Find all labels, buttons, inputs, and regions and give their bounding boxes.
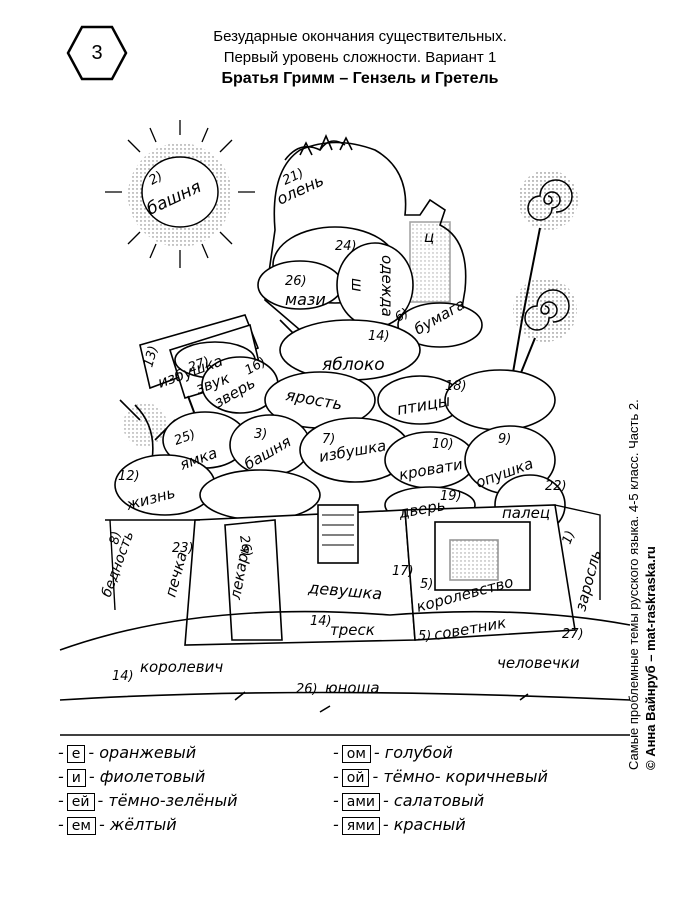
header-line-1: Безударные окончания существительных.	[213, 28, 507, 45]
label-word: бедность	[99, 529, 138, 599]
legend-ending: ей	[66, 793, 95, 811]
sun-icon	[105, 120, 255, 268]
label-num: 12)	[118, 469, 140, 484]
legend-color: голубой	[384, 743, 453, 762]
label-num: 1)	[560, 529, 579, 547]
label-num: 24)	[335, 239, 357, 254]
label-num: 7)	[322, 432, 335, 447]
label-word: мази	[285, 290, 326, 309]
hexagon-badge-icon	[66, 25, 128, 81]
legend-item: -ами- салатовый	[333, 791, 485, 811]
label-num: 5)	[420, 577, 433, 592]
legend-item: -и- фиолетовый	[58, 767, 206, 787]
label-num: 13)	[141, 344, 161, 369]
legend-ending: ями	[341, 817, 380, 835]
ground	[59, 610, 631, 736]
label-num: 3)	[254, 427, 267, 442]
worksheet-number: 3	[91, 41, 103, 64]
label-num: 17)	[392, 564, 414, 579]
label-num: 14)	[310, 614, 332, 629]
label-word: одежда	[378, 255, 396, 317]
legend-ending: е	[66, 745, 86, 763]
label-num: 18)	[445, 379, 467, 394]
legend-item: -е- оранжевый	[58, 743, 197, 763]
label-num: 27)	[186, 354, 211, 375]
label-num: 26)	[296, 682, 318, 697]
label-word: палец	[502, 504, 550, 522]
house	[184, 504, 576, 646]
legend-ending: ой	[341, 769, 370, 787]
label-word: королевич	[140, 658, 223, 676]
label-word: ш	[348, 278, 366, 292]
label-num: 14)	[368, 329, 390, 344]
legend-color: жёлтый	[109, 815, 177, 834]
worksheet-title: Братья Гримм – Гензель и Гретель	[221, 70, 499, 87]
legend-item: -ей- тёмно-зелёный	[58, 791, 238, 811]
legend-color: оранжевый	[99, 743, 197, 762]
legend-ending: и	[66, 769, 86, 787]
label-num: 25)	[172, 427, 197, 448]
label-word: юноша	[325, 679, 380, 697]
label-word: ц	[424, 228, 434, 246]
label-num: 6)	[393, 306, 412, 326]
fence	[105, 504, 601, 611]
label-num: 9)	[498, 432, 511, 447]
legend-color: красный	[393, 815, 466, 834]
legend-item: -ом- голубой	[333, 743, 453, 763]
label-word: печка	[161, 550, 190, 599]
legend-ending: ем	[66, 817, 96, 835]
legend-ending: ом	[341, 745, 371, 763]
header-line-2: Первый уровень сложности. Вариант 1	[223, 49, 497, 66]
label-num: 5)	[418, 629, 431, 644]
label-num: 22)	[545, 479, 567, 494]
legend-color: тёмно- коричневый	[383, 767, 548, 786]
label-word: яблоко	[322, 355, 385, 375]
legend-item: -ой- тёмно- коричневый	[333, 767, 548, 787]
label-num: 10)	[432, 437, 454, 452]
label-num: 26)	[236, 534, 255, 558]
label-num: 19)	[440, 489, 462, 504]
label-num: 26)	[285, 274, 307, 289]
spiral-flower-icon	[509, 170, 578, 401]
legend-color: фиолетовый	[99, 767, 206, 786]
label-word: человечки	[497, 654, 580, 672]
legend-item: -ем- жёлтый	[58, 815, 177, 835]
label-num: 8)	[107, 530, 124, 546]
legend-ending: ами	[341, 793, 381, 811]
legend-item: -ями- красный	[333, 815, 466, 835]
label-num: 23)	[172, 541, 194, 556]
label-num: 14)	[112, 669, 134, 684]
legend-color: тёмно-зелёный	[108, 791, 238, 810]
legend-color: салатовый	[393, 791, 485, 810]
label-word: треск	[330, 621, 375, 639]
label-num: 2)	[147, 169, 166, 189]
label-num: 27)	[562, 627, 584, 642]
worksheet-header: Безударные окончания существительных. Пе…	[150, 26, 570, 89]
